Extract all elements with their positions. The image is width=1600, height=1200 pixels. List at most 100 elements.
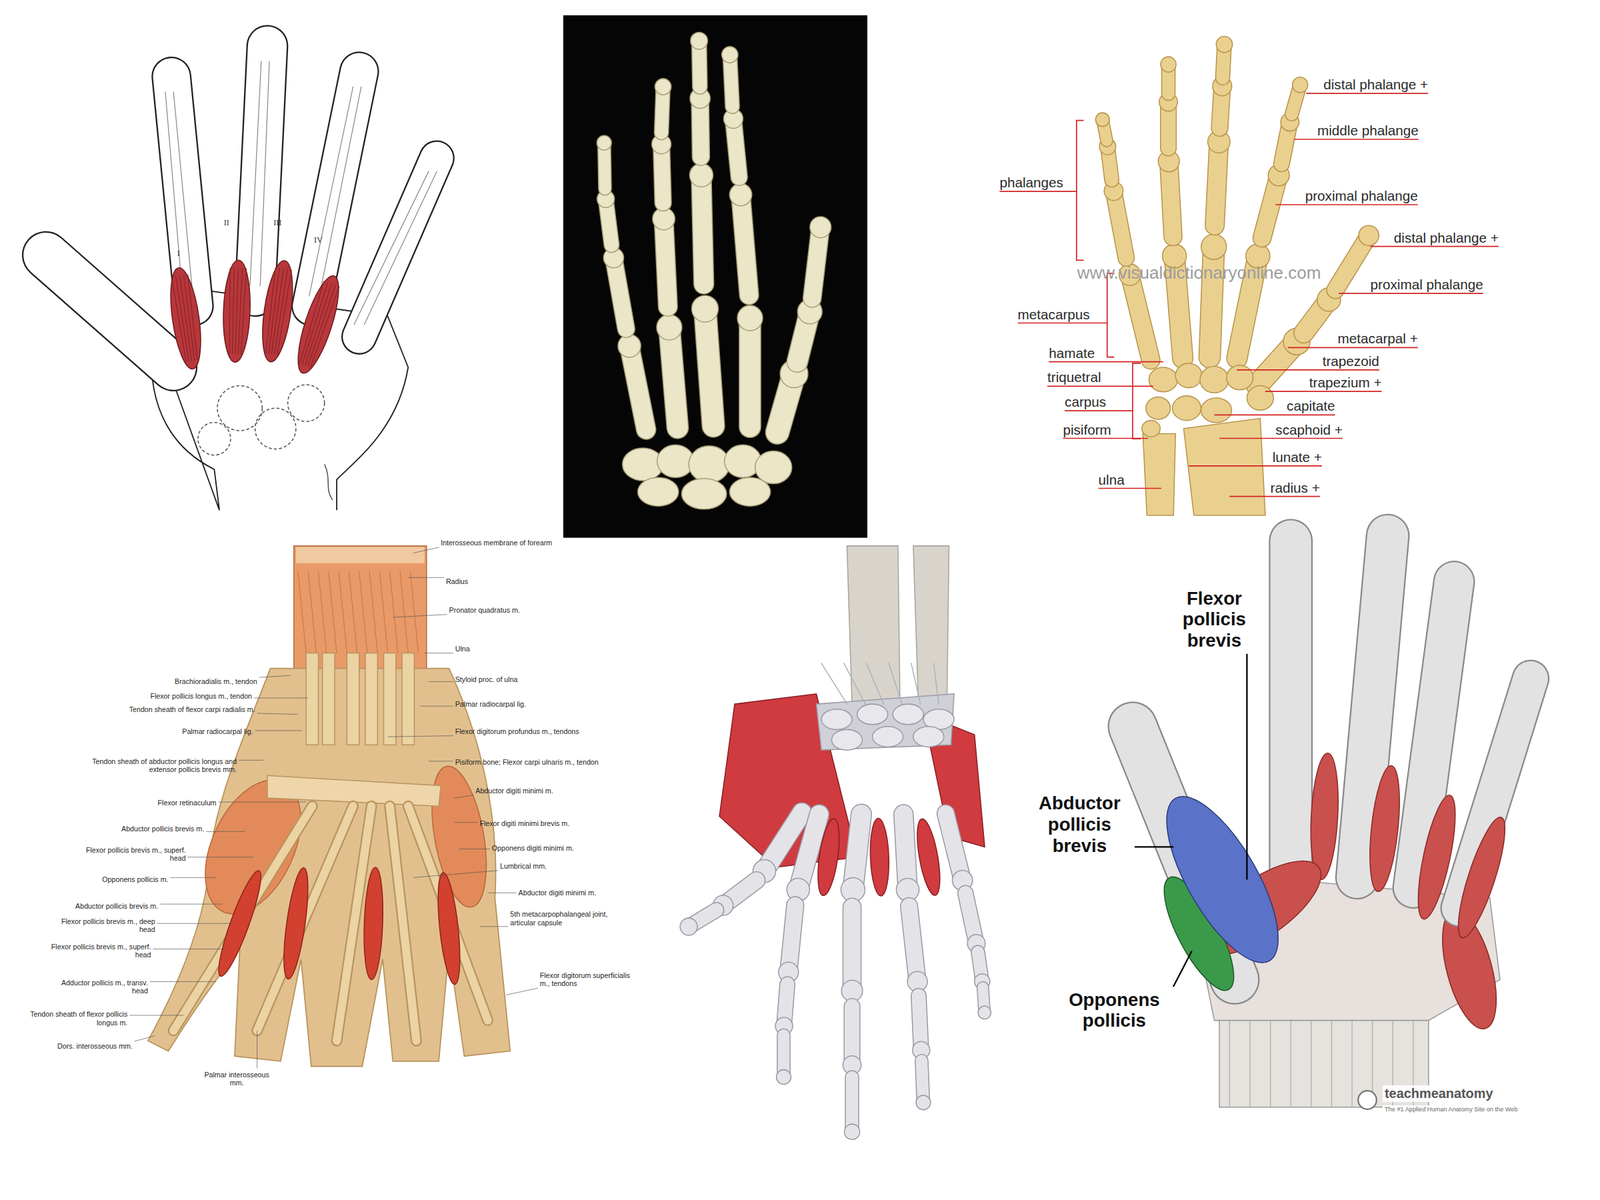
bone-label: metacarpal +	[1338, 330, 1418, 347]
label-anchor: capitate	[1286, 398, 1335, 414]
bone-label: triquetral	[1047, 369, 1102, 386]
muscle-label: Flexor pollicis brevis m., deep head	[53, 917, 156, 934]
lumbrical-muscle	[1308, 752, 1342, 881]
muscle-fibre	[318, 571, 327, 653]
leader-line	[218, 802, 307, 803]
leader-line	[1265, 390, 1382, 392]
ulna-bone	[913, 546, 950, 704]
leader-line	[1134, 846, 1174, 848]
ligament-muscle-plate	[680, 546, 991, 1140]
finger-bone	[1113, 191, 1126, 258]
ligament-fibre	[821, 663, 847, 704]
leader-line	[134, 1036, 156, 1042]
leader-lines	[129, 93, 1499, 1068]
leader-line	[424, 652, 454, 654]
label-anchor: www.visualdictionaryonline.com	[1077, 263, 1322, 284]
leader-line	[1246, 654, 1248, 880]
bone-label: capitate	[1286, 398, 1335, 414]
label-anchor: proximal phalange	[1370, 276, 1484, 293]
label-anchor: Tendon sheath of flexor pollicis longus …	[25, 1010, 128, 1027]
label-anchor: Ulna	[455, 644, 470, 653]
tendon	[402, 653, 414, 746]
finger-bone-head	[916, 1095, 931, 1110]
muscle-label: Abductor pollicis brevis m.	[121, 824, 204, 833]
muscle-label: Tendon sheath of flexor carpi radialis m…	[129, 705, 256, 714]
muscle-fibre	[390, 571, 398, 653]
carpal-bone	[688, 446, 730, 483]
label-anchor: Palmar radiocarpal lig.	[455, 700, 526, 708]
leader-line	[1288, 346, 1418, 348]
label-anchor: lunate +	[1272, 449, 1322, 466]
bracket	[1132, 363, 1141, 439]
muscle-fibre	[305, 284, 332, 366]
muscle-label: Palmar interosseous mm.	[201, 1070, 273, 1088]
finger-bone-head	[737, 305, 763, 331]
label-anchor: Radius	[446, 577, 468, 586]
leader-line	[1098, 488, 1162, 490]
muscle-label: Pisiform bone; Flexor carpi ulnaris m., …	[455, 758, 599, 766]
leader-line	[999, 190, 1076, 192]
thumb-outline-outline	[46, 255, 174, 368]
bone-label: hamate	[1048, 345, 1095, 362]
finger-bone-head	[656, 314, 682, 340]
carpal-outline	[288, 384, 325, 422]
muscle-label: Lumbrical mm.	[500, 862, 547, 870]
tendon-line	[1331, 1015, 1332, 1108]
finger-bone-head	[596, 135, 612, 150]
tendon-line	[260, 61, 270, 286]
muscle-label: Dors. interosseous mm.	[57, 1042, 133, 1050]
leader-line	[1064, 410, 1133, 412]
label-anchor: Flexor pollicis longus m., tendon	[150, 692, 252, 700]
finger-bone	[705, 308, 714, 426]
label-anchor: distal phalange +	[1394, 230, 1499, 246]
label-anchor: Opponens digiti minimi m.	[492, 844, 574, 852]
finger-bone	[843, 907, 861, 992]
watermark: The #1 Applied Human Anatomy Site on the…	[1384, 1106, 1518, 1114]
muscle-fibre	[176, 276, 190, 362]
muscle-fibre	[308, 284, 336, 367]
bone-label: trapezium +	[1309, 374, 1382, 391]
carpal-bone	[913, 726, 944, 748]
tendon-line	[354, 171, 429, 325]
muscle-fibre	[348, 571, 357, 653]
muscle-label: Pronator quadratus m.	[449, 606, 520, 614]
interosseous-muscle	[912, 817, 944, 897]
muscle-label: Flexor pollicis longus m., tendon	[150, 692, 252, 700]
skeleton-photo	[563, 15, 868, 538]
lumbrical-muscle	[434, 872, 464, 986]
leader-line	[256, 1030, 258, 1069]
interosseous-muscle	[290, 272, 347, 378]
tendon	[365, 653, 378, 746]
finger-bone-edge	[1214, 142, 1219, 226]
label-anchor: IV	[314, 235, 323, 245]
leader-line	[388, 736, 454, 737]
muscle-label: Flexor digitorum superficialis m., tendo…	[540, 971, 632, 988]
carpal-bone	[1226, 365, 1254, 390]
photo-background	[563, 15, 868, 538]
finger-bone-head	[1160, 56, 1176, 72]
muscle-fibre	[171, 276, 186, 362]
label-anchor: phalanges	[999, 174, 1063, 191]
carpal-bone	[1142, 420, 1161, 437]
tendon	[322, 653, 335, 746]
leader-line	[152, 948, 224, 950]
bone-label: proximal phalange	[1305, 188, 1418, 204]
finger-outline-outline	[311, 71, 360, 306]
carpal-outline	[198, 422, 231, 456]
muscle-label: Flexor digiti minimi brevis m.	[479, 819, 570, 828]
sketch-hand	[46, 46, 437, 510]
label-anchor: metacarpal +	[1338, 330, 1418, 347]
label-anchor: Interosseous membrane of forearm	[440, 538, 552, 547]
label-anchor: Opponens pollicis m.	[102, 875, 168, 884]
finger-sheath-outline	[1268, 540, 1313, 878]
label-anchor: proximal phalange	[1305, 188, 1418, 204]
label-anchor: Flexor digiti minimi brevis m.	[479, 819, 570, 828]
tendon-line	[319, 86, 362, 296]
leader-line	[1370, 246, 1499, 248]
finger-bone-head	[844, 1124, 860, 1140]
leader-line	[1306, 92, 1428, 94]
leader-line	[170, 877, 217, 878]
leader-line	[413, 547, 439, 554]
thumb-bone-head	[680, 918, 698, 936]
lumbrical-muscle	[362, 867, 384, 980]
